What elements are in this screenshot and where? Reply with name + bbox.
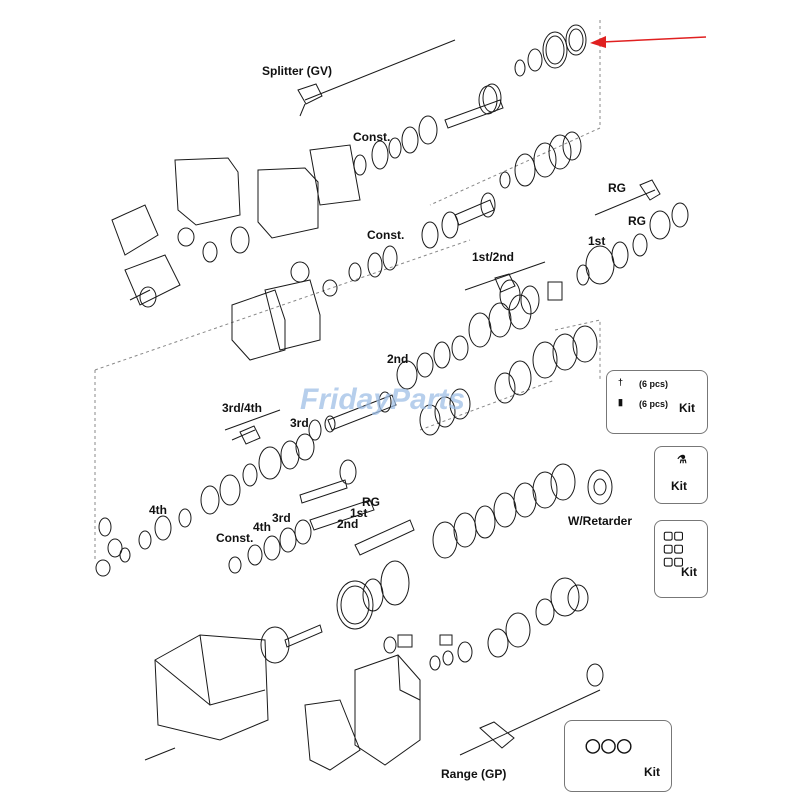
kit2-title: Kit: [671, 479, 687, 493]
kit1-row2-qty: (6 pcs): [639, 399, 669, 409]
watermark: FridayParts: [300, 383, 466, 416]
first-gear: [576, 233, 648, 286]
retarder-gear: [587, 469, 613, 505]
label-third-a: 3rd: [290, 416, 309, 430]
label-second: 2nd: [387, 352, 409, 366]
kit1-row1-qty: (6 pcs): [639, 379, 669, 389]
first-second-fork: [464, 261, 563, 315]
rear-housing: [304, 654, 421, 771]
kit-box-3: ▢▢▢▢▢▢ Kit: [654, 520, 708, 598]
label-third-b: 3rd: [272, 511, 291, 525]
label-first-low: 1st: [350, 506, 368, 520]
countershaft: [367, 192, 496, 278]
roller-set-icon: ▢▢▢▢▢▢: [663, 530, 684, 568]
label-range: Range (GP): [441, 767, 507, 781]
main-housing: [144, 634, 269, 761]
range-ring-gear: [336, 560, 410, 630]
label-rg-top: RG: [608, 181, 626, 195]
countershaft-lower: [299, 479, 415, 556]
bolt-icon: ⚗: [677, 454, 687, 466]
splitter-fork: [297, 39, 456, 117]
synchro-ring-cluster: [419, 294, 598, 436]
mainshaft-top: [444, 83, 504, 129]
label-fourth-a: 4th: [149, 503, 167, 517]
lower-left-bearings: [95, 508, 192, 577]
kit4-title: Kit: [644, 765, 660, 779]
lower-gear-cluster: [228, 459, 357, 574]
top-bearing-rings: [514, 24, 587, 77]
rg-fork-upper: [594, 179, 689, 240]
kit1-title: Kit: [679, 401, 695, 415]
bushing-icon: ▮: [618, 397, 623, 407]
label-const-1: Const.: [353, 130, 391, 144]
label-first-right: 1st: [588, 234, 606, 248]
label-rg-mid: RG: [628, 214, 646, 228]
label-third-fourth: 3rd/4th: [222, 401, 263, 415]
label-second-low: 2nd: [337, 517, 359, 531]
bottom-bearings: [383, 634, 473, 671]
mainshaft-center: [308, 391, 397, 441]
middle-bearing-rings: [177, 226, 362, 297]
kit-box-1: † (6 pcs) ▮ (6 pcs) Kit: [606, 370, 708, 434]
third-fourth-fork: [224, 409, 281, 445]
kit-box-4: ◯◯◯ Kit: [564, 720, 672, 792]
output-flange: [487, 577, 589, 658]
ring-set-icon: ◯◯◯: [585, 737, 633, 753]
kit-box-2: ⚗ Kit: [654, 446, 708, 504]
housing-center: [231, 279, 321, 361]
pin-icon: †: [618, 377, 624, 387]
lower-synchro-rings: [432, 463, 576, 559]
label-rg-low: RG: [362, 495, 380, 509]
range-fork: [459, 663, 604, 756]
label-first-second: 1st/2nd: [472, 250, 515, 264]
housing-block-left: [174, 144, 361, 239]
label-const-3: Const.: [216, 531, 254, 545]
red-arrow-indicator: [590, 36, 707, 48]
end-plates: [111, 204, 181, 308]
upper-synchro-rings: [499, 131, 582, 189]
kit3-title: Kit: [681, 565, 697, 579]
second-gear: [396, 335, 469, 390]
const-gear-row: [353, 115, 438, 176]
third-gear: [200, 433, 315, 515]
assembly-boundary-lines: [94, 20, 601, 560]
label-splitter: Splitter (GV): [262, 64, 333, 78]
label-retarder: W/Retarder: [568, 514, 633, 528]
planetary-carrier: [260, 624, 323, 664]
label-fourth-b: 4th: [253, 520, 271, 534]
label-const-2: Const.: [367, 228, 405, 242]
